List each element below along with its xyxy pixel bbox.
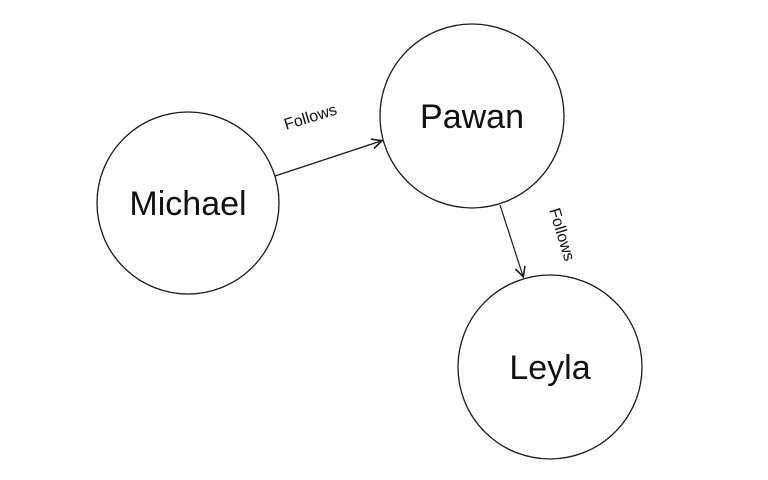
edge-line-michael-pawan — [274, 141, 381, 177]
node-leyla: Leyla — [457, 274, 643, 460]
node-label-michael: Michael — [129, 185, 246, 223]
node-pawan: Pawan — [379, 23, 565, 209]
edge-line-pawan-leyla — [499, 204, 523, 276]
node-circle-pawan — [379, 23, 565, 209]
edge-label-follows-1: Follows — [282, 102, 339, 134]
edge-pawan-leyla: Follows — [499, 204, 577, 276]
edge-michael-pawan: Follows — [274, 102, 381, 177]
node-circle-leyla — [457, 274, 643, 460]
node-michael: Michael — [96, 111, 280, 295]
node-label-leyla: Leyla — [509, 349, 590, 387]
edge-label-follows-2: Follows — [545, 206, 577, 263]
node-label-pawan: Pawan — [420, 98, 524, 136]
node-circle-michael — [96, 111, 280, 295]
